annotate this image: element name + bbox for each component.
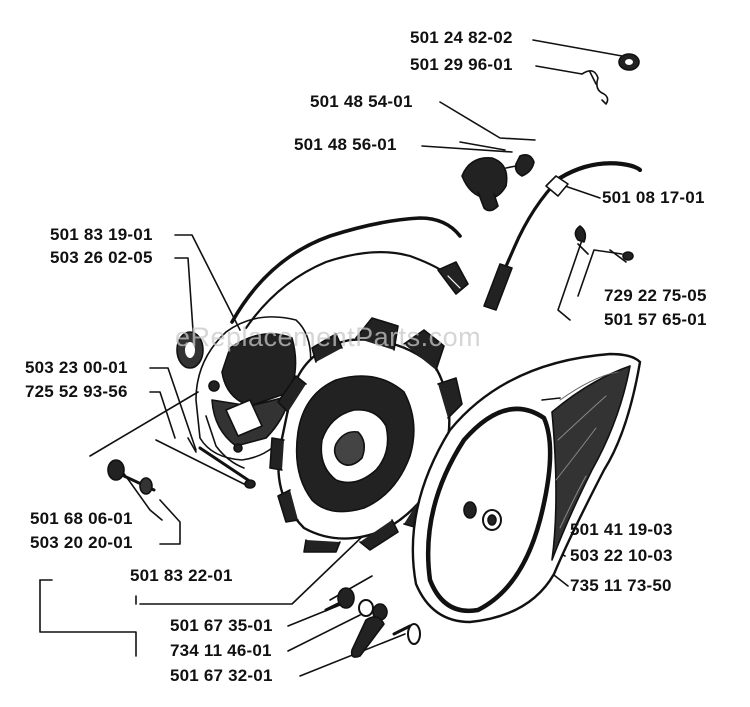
fan-housing-part bbox=[411, 352, 642, 624]
flywheel-part bbox=[269, 317, 463, 553]
module-screw-part bbox=[187, 437, 256, 489]
starter-pawl-part bbox=[350, 616, 385, 658]
lead-clamp-part bbox=[574, 225, 589, 255]
ignition-lead-part bbox=[483, 161, 643, 311]
nut-part bbox=[618, 53, 640, 71]
spring-clip-part bbox=[581, 70, 609, 105]
part-label-501-08-17-01[interactable]: 501 08 17-01 bbox=[602, 188, 705, 207]
ignition-module-part bbox=[195, 316, 312, 469]
grommet-part bbox=[176, 331, 204, 369]
spacer-part bbox=[107, 459, 156, 495]
flywheel-nut-part bbox=[324, 587, 355, 612]
module-wires bbox=[230, 216, 469, 330]
part-label-501-83-19-01[interactable]: 501 83 19-01 bbox=[50, 225, 153, 244]
part-label-501-83-22-01[interactable]: 501 83 22-01 bbox=[130, 566, 233, 585]
spark-plug-boot-part bbox=[461, 154, 535, 212]
pawl-screw-part bbox=[392, 623, 421, 645]
part-label-501-67-32-01[interactable]: 501 67 32-01 bbox=[170, 666, 273, 685]
part-label-501-57-65-01[interactable]: 501 57 65-01 bbox=[604, 310, 707, 329]
part-label-501-29-96-01[interactable]: 501 29 96-01 bbox=[410, 55, 513, 74]
part-label-503-26-02-05[interactable]: 503 26 02-05 bbox=[50, 248, 153, 267]
part-label-503-23-00-01[interactable]: 503 23 00-01 bbox=[25, 358, 128, 377]
part-label-734-11-46-01[interactable]: 734 11 46-01 bbox=[170, 641, 272, 660]
clamp-screw-part bbox=[609, 249, 634, 263]
housing-washer-part bbox=[463, 501, 502, 531]
part-label-501-24-82-02[interactable]: 501 24 82-02 bbox=[410, 28, 513, 47]
part-label-501-41-19-03[interactable]: 501 41 19-03 bbox=[570, 520, 673, 539]
part-label-503-22-10-03[interactable]: 503 22 10-03 bbox=[570, 546, 673, 565]
part-label-725-52-93-56[interactable]: 725 52 93-56 bbox=[25, 382, 128, 401]
part-label-501-48-56-01[interactable]: 501 48 56-01 bbox=[294, 135, 397, 154]
part-label-501-67-35-01[interactable]: 501 67 35-01 bbox=[170, 616, 273, 635]
part-label-501-68-06-01[interactable]: 501 68 06-01 bbox=[30, 509, 133, 528]
part-label-729-22-75-05[interactable]: 729 22 75-05 bbox=[604, 286, 707, 305]
washer-part bbox=[358, 599, 388, 621]
part-label-735-11-73-50[interactable]: 735 11 73-50 bbox=[570, 576, 672, 595]
part-label-503-20-20-01[interactable]: 503 20 20-01 bbox=[30, 533, 133, 552]
part-label-501-48-54-01[interactable]: 501 48 54-01 bbox=[310, 92, 413, 111]
watermark-text: eReplacementParts.com bbox=[175, 322, 482, 352]
